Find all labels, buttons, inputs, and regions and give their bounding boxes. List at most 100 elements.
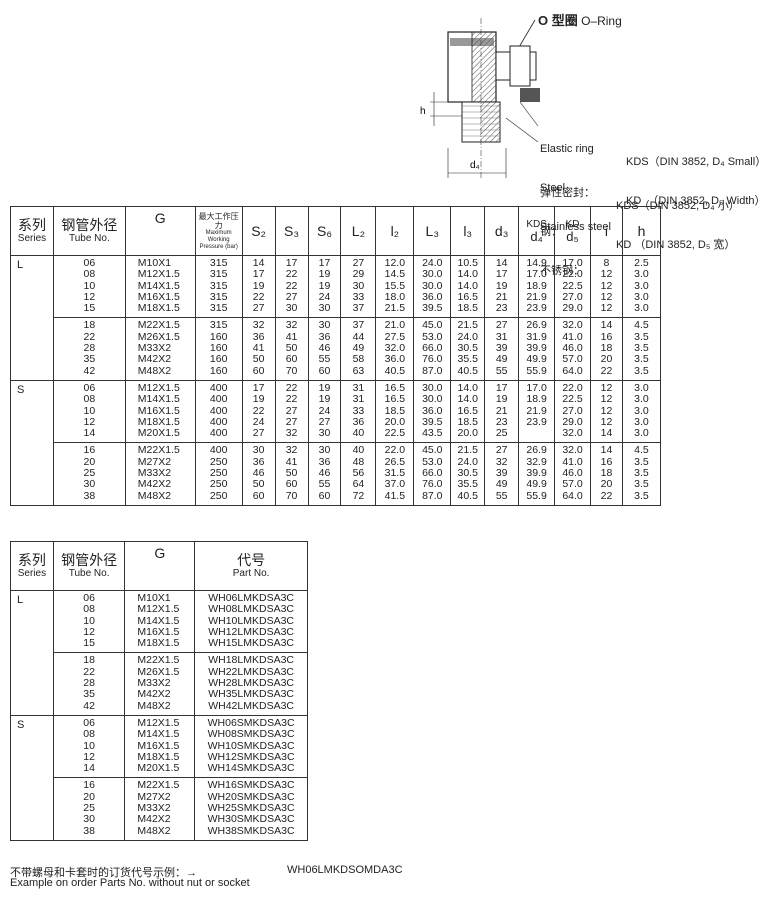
cell-values-tube: 06 08 10 12 14 xyxy=(83,716,95,775)
cell-s6: 19 19 24 27 30 xyxy=(307,379,342,444)
cell-l3: 21.5 24.0 30.5 35.5 40.5 xyxy=(450,317,486,381)
cell-values-l3u: 45.0 53.0 66.0 76.0 87.0 xyxy=(422,319,443,377)
cell-h: 4.5 3.5 3.5 3.5 3.5 xyxy=(621,442,662,506)
cell-s3: 22 22 27 27 32 xyxy=(274,379,309,444)
cell-values-s6: 30 36 46 55 60 xyxy=(318,444,331,502)
table-row-group: S 06 08 10 12 14 M12X1.5 M14X1.5 M16X1.5 M… xyxy=(10,379,662,506)
cell-values-s3: 22 22 27 27 32 xyxy=(285,381,298,440)
cell-g: M22X1.5 M26X1.5 M33X2 M42X2 M48X2 xyxy=(124,652,196,716)
cell-values-part: WH06LMKDSA3C WH08LMKDSA3C WH10LMKDSA3C W… xyxy=(208,592,294,650)
cell-h: 3.0 3.0 3.0 3.0 3.0 xyxy=(621,379,662,444)
cell-tube: 06 08 10 12 15 xyxy=(52,589,126,654)
cell-values-l3u: 30.0 30.0 36.0 39.5 43.5 xyxy=(422,381,443,440)
legend-en-1: Steel xyxy=(540,182,566,194)
cell-d3: 27 31 39 49 55 xyxy=(484,317,520,381)
cell-l2u: 27 29 30 33 37 xyxy=(340,254,377,319)
h-label: h xyxy=(420,106,426,117)
cell-values-d3: 27 31 39 49 55 xyxy=(495,319,508,377)
cell-tube: 18 22 28 35 42 xyxy=(52,652,126,716)
cell-i: 8 12 12 12 12 xyxy=(590,254,623,319)
cell-p: 315 160 160 160 160 xyxy=(194,317,243,381)
cell-p: 400 400 400 400 400 xyxy=(194,379,243,444)
cell-values-i: 14 16 18 20 22 xyxy=(600,319,613,377)
cell-g: M12X1.5 M14X1.5 M16X1.5 M18X1.5 M20X1.5 xyxy=(124,714,196,779)
cell-l3u: 45.0 53.0 66.0 76.0 87.0 xyxy=(413,317,452,381)
cell-values-p: 315 315 315 315 315 xyxy=(209,257,228,315)
oring-cn: O 型圈 xyxy=(538,13,578,28)
cell-d3: 14 17 19 21 23 xyxy=(484,254,520,319)
legend-en-codes: KDS（DIN 3852, D₄ Small） KD （DIN 3852, D₅… xyxy=(626,130,766,221)
cell-l3: 21.5 24.0 30.5 35.5 40.5 xyxy=(450,442,486,506)
cell-g: M10X1 M12X1.5 M14X1.5 M16X1.5 M18X1.5 xyxy=(124,254,196,319)
cell-values-g: M12X1.5 M14X1.5 M16X1.5 M18X1.5 M20X1.5 xyxy=(137,381,180,440)
cell-i: 14 16 18 20 22 xyxy=(590,317,623,381)
cell-values-l3u: 45.0 53.0 66.0 76.0 87.0 xyxy=(422,444,443,502)
cell-values-l3: 21.5 24.0 30.5 35.5 40.5 xyxy=(457,319,478,377)
cell-s3: 17 22 22 27 30 xyxy=(274,254,309,319)
cell-s3: 32 41 50 60 70 xyxy=(274,317,309,381)
cell-series: S xyxy=(10,379,54,506)
cell-values-tube: 06 08 10 12 15 xyxy=(83,257,96,315)
cell-s2: 30 36 46 50 60 xyxy=(241,442,276,506)
th-L3: L₃ xyxy=(413,206,452,256)
cell-values-s2: 14 17 19 22 27 xyxy=(252,257,265,315)
cell-l3u: 45.0 53.0 66.0 76.0 87.0 xyxy=(413,442,452,506)
seal-ring xyxy=(520,88,540,102)
cell-values-l3: 21.5 24.0 30.5 35.5 40.5 xyxy=(457,444,478,502)
oring-en: O–Ring xyxy=(581,14,622,28)
cell-values-d5: 32.0 41.0 46.0 57.0 64.0 xyxy=(562,444,583,502)
cell-tube: 16 20 25 30 38 xyxy=(52,442,126,506)
d4-label: d₄ xyxy=(470,160,480,171)
cell-d4: 17.0 18.9 21.9 23.9 xyxy=(518,379,556,444)
cell-g: M10X1 M12X1.5 M14X1.5 M16X1.5 M18X1.5 xyxy=(124,589,196,654)
cell-s2: 32 36 41 50 60 xyxy=(241,317,276,381)
cell-l3: 14.0 14.0 16.5 18.5 20.0 xyxy=(450,379,486,444)
cell-values-d5: 32.0 41.0 46.0 57.0 64.0 xyxy=(562,319,583,377)
cell-values-tube: 06 08 10 12 14 xyxy=(83,381,96,440)
cell-l3: 10.5 14.0 14.0 16.5 18.5 xyxy=(450,254,486,319)
cell-values-s6: 30 36 46 55 60 xyxy=(318,319,331,377)
table-row-group: 16 20 25 30 38 M22X1.5 M27X2 M33X2 M42X2 … xyxy=(11,777,308,841)
cell-values-p: 400 400 400 400 400 xyxy=(209,381,228,440)
cell-tube: 06 08 10 12 15 xyxy=(52,254,126,319)
cell-values-d4: 26.9 31.9 39.9 49.9 55.9 xyxy=(526,319,547,377)
cell-values-g: M22X1.5 M27X2 M33X2 M42X2 M48X2 xyxy=(137,779,180,837)
cell-values-p: 315 160 160 160 160 xyxy=(209,319,228,377)
cell-d5: 32.0 41.0 46.0 57.0 64.0 xyxy=(554,317,591,381)
cell-values-s6: 19 19 24 27 30 xyxy=(318,381,331,440)
cell-values-d4: 14.9 17.0 18.9 21.9 23.9 xyxy=(526,257,547,315)
cell-l2u: 31 31 33 36 40 xyxy=(340,379,377,444)
th2-g: G xyxy=(124,541,196,591)
cell-d5: 22.0 22.5 27.0 29.0 32.0 xyxy=(554,379,591,444)
cell-part: WH18LMKDSA3C WH22LMKDSA3C WH28LMKDSA3C W… xyxy=(194,652,308,716)
cell-values-p: 400 250 250 250 250 xyxy=(209,444,228,502)
cell-values-s3: 17 22 22 27 30 xyxy=(285,257,298,315)
cell-i: 12 12 12 12 14 xyxy=(590,379,623,444)
cell-values-tube: 16 20 25 30 38 xyxy=(83,779,95,837)
cell-l3u: 30.0 30.0 36.0 39.5 43.5 xyxy=(413,379,452,444)
cell-values-l2: 12.0 14.5 15.5 18.0 21.5 xyxy=(384,257,406,315)
cell-l2: 16.5 16.5 18.5 20.0 22.5 xyxy=(375,379,415,444)
cell-series: S xyxy=(10,714,54,841)
cell-values-g: M12X1.5 M14X1.5 M16X1.5 M18X1.5 M20X1.5 xyxy=(137,716,180,775)
cell-tube: 18 22 28 35 42 xyxy=(52,317,126,381)
cell-h: 4.5 3.5 3.5 3.5 3.5 xyxy=(621,317,662,381)
order-example-cn: 不带螺母和卡套时的订货代号示例：→ xyxy=(10,867,197,879)
cell-d4: 26.9 31.9 39.9 49.9 55.9 xyxy=(518,317,556,381)
th-s3: S₃ xyxy=(274,206,309,256)
cell-g: M22X1.5 M27X2 M33X2 M42X2 M48X2 xyxy=(124,777,196,841)
cell-values-s2: 30 36 46 50 60 xyxy=(252,444,265,502)
cell-l2: 12.0 14.5 15.5 18.0 21.5 xyxy=(375,254,415,319)
cell-p: 400 250 250 250 250 xyxy=(194,442,243,506)
cell-values-d5: 17.0 22.0 22.5 27.0 29.0 xyxy=(562,257,583,315)
cell-values-g: M10X1 M12X1.5 M14X1.5 M16X1.5 M18X1.5 xyxy=(137,592,180,650)
cell-d4: 14.9 17.0 18.9 21.9 23.9 xyxy=(518,254,556,319)
cell-g: M12X1.5 M14X1.5 M16X1.5 M18X1.5 M20X1.5 xyxy=(124,379,196,444)
order-example-code: WH06LMKDSOMDA3C xyxy=(287,864,403,876)
